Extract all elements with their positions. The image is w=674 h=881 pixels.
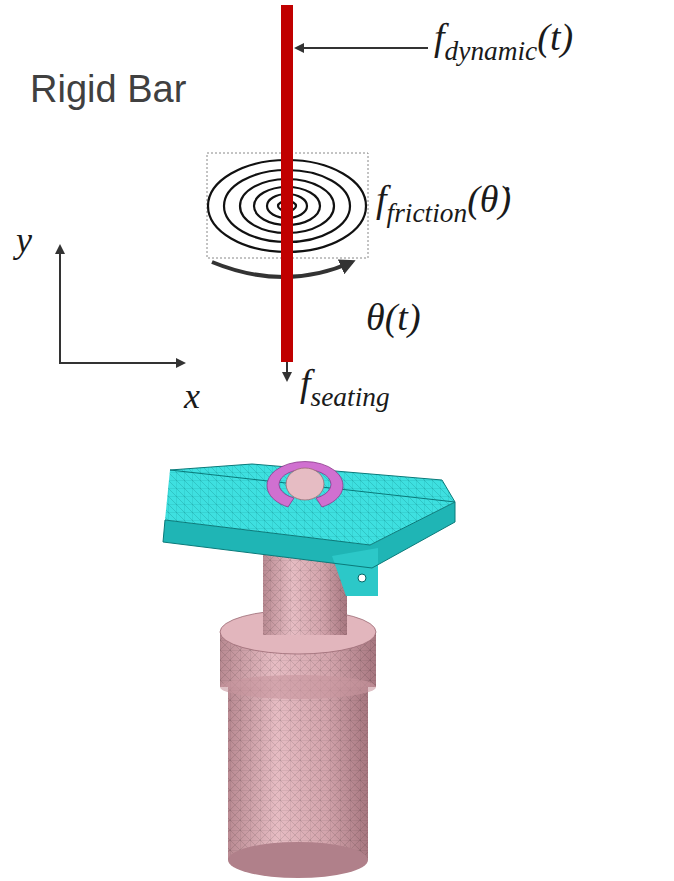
label-text: x (184, 376, 200, 416)
force-label: ffriction(θ̇) (376, 180, 511, 227)
label-text: (θ̇) (467, 178, 511, 220)
label-text: f (376, 178, 387, 220)
label-text: y (16, 220, 32, 260)
force-label: fdynamic(t) (434, 18, 573, 65)
x-axis (59, 362, 184, 364)
label-text: f (434, 16, 445, 58)
subscript: seating (311, 382, 390, 412)
fea-model (163, 462, 455, 878)
label-text: f (300, 362, 311, 404)
title-label: Rigid Bar (30, 70, 186, 108)
subscript: friction (387, 198, 468, 228)
label-text: (t) (537, 16, 573, 58)
force-arrow (286, 362, 288, 380)
axis-label: y (16, 222, 32, 258)
y-axis (59, 246, 61, 363)
force-arrow (296, 47, 428, 49)
label-text: Rigid Bar (30, 68, 186, 110)
subscript: dynamic (445, 36, 538, 66)
angle-label: θ(t) (366, 298, 421, 336)
label-text: θ(t) (366, 296, 421, 338)
rigid-bar (281, 5, 293, 362)
axis-label: x (184, 378, 200, 414)
force-label: fseating (300, 364, 390, 411)
